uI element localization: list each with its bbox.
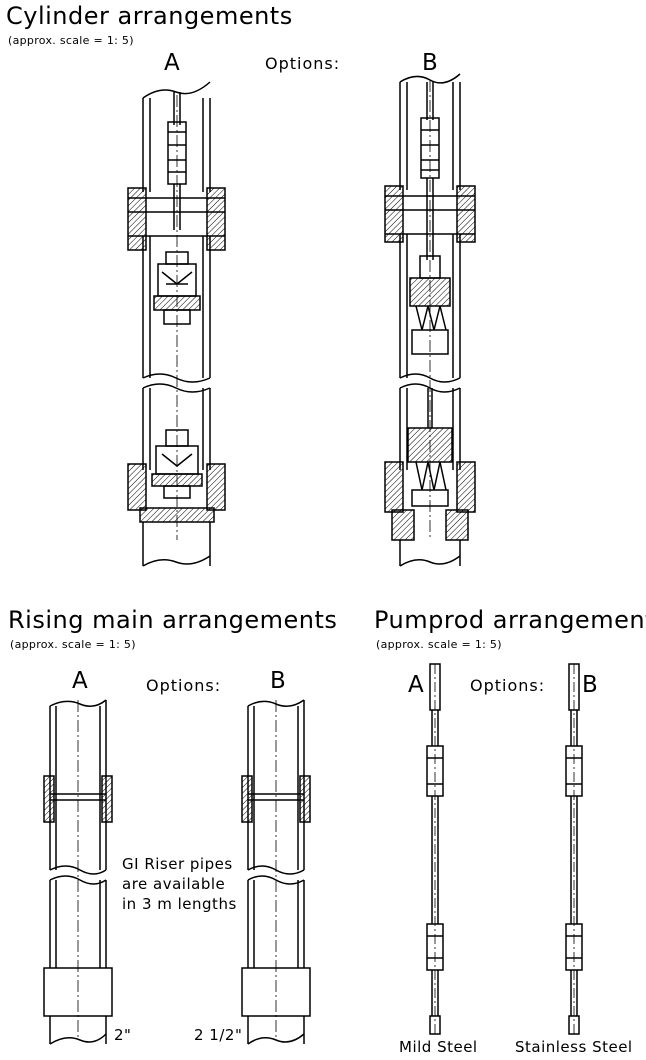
cylinder-option-a-label: A (164, 50, 180, 76)
pumprod-title: Pumprod arrangement (374, 606, 646, 634)
cylinder-a-drawing (127, 81, 226, 567)
pumprod-options-label: Options: (470, 676, 546, 695)
riser-note: GI Riser pipes are available in 3 m leng… (122, 854, 237, 914)
pumprod-b-drawing (565, 663, 583, 1035)
cylinder-b-drawing (384, 73, 476, 567)
cylinder-scale: (approx. scale = 1: 5) (8, 34, 134, 47)
rising-option-b-label: B (270, 668, 286, 694)
pumprod-material-a: Mild Steel (399, 1038, 478, 1056)
pumprod-option-a-label: A (408, 672, 424, 698)
riser-note-line3: in 3 m lengths (122, 895, 237, 913)
pumprod-scale: (approx. scale = 1: 5) (376, 638, 502, 651)
rising-main-b-drawing (241, 699, 311, 1045)
rising-title: Rising main arrangements (8, 606, 338, 634)
cylinder-options-label: Options: (265, 54, 341, 73)
rising-options-label: Options: (146, 676, 222, 695)
rising-main-a-drawing (43, 699, 113, 1045)
rising-scale: (approx. scale = 1: 5) (10, 638, 136, 651)
pumprod-a-drawing (426, 663, 444, 1035)
cylinder-title: Cylinder arrangements (6, 2, 293, 30)
rising-option-a-label: A (72, 668, 88, 694)
pumprod-option-b-label: B (582, 672, 598, 698)
cylinder-option-b-label: B (422, 50, 438, 76)
rising-size-a: 2" (114, 1026, 132, 1044)
riser-note-line1: GI Riser pipes (122, 855, 233, 873)
pumprod-material-b: Stainless Steel (515, 1038, 633, 1056)
rising-size-b: 2 1/2" (194, 1026, 243, 1044)
riser-note-line2: are available (122, 875, 226, 893)
